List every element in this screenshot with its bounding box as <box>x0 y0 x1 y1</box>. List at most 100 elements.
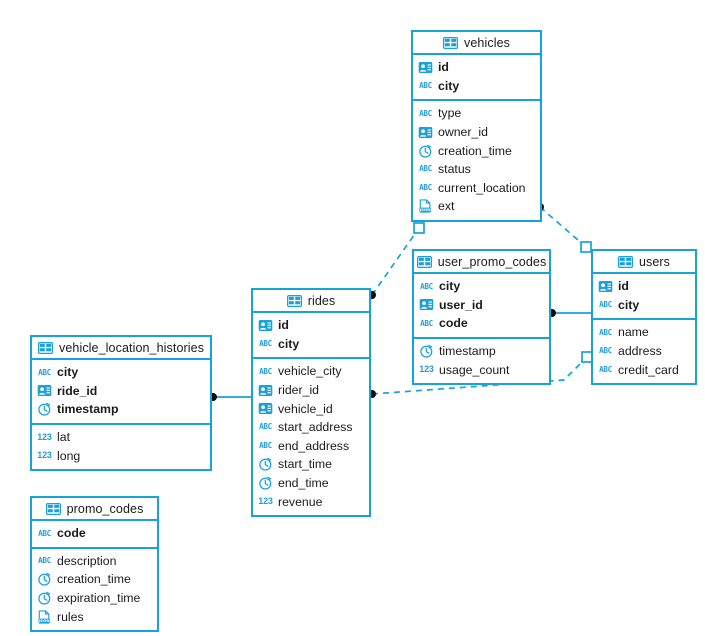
column-row-id[interactable]: id <box>253 316 369 335</box>
column-row-rider_id[interactable]: rider_id <box>253 381 369 400</box>
relationship-rel-vehicles-users[interactable] <box>536 203 592 253</box>
column-name: creation_time <box>57 572 131 587</box>
svg-text:JSON: JSON <box>419 208 431 213</box>
column-name: revenue <box>278 494 323 509</box>
column-name: city <box>278 336 300 351</box>
column-name: rules <box>57 609 84 624</box>
abc-text-icon: ABC <box>419 183 432 193</box>
table-header-rides[interactable]: rides <box>253 290 369 313</box>
column-name: owner_id <box>438 125 488 140</box>
column-row-user_id[interactable]: user_id <box>414 296 549 315</box>
column-name: description <box>57 553 117 568</box>
table-title: vehicles <box>464 35 510 50</box>
column-row-expiration_time[interactable]: expiration_time <box>32 589 157 608</box>
column-row-vehicle_id[interactable]: vehicle_id <box>253 399 369 418</box>
key-badge-icon <box>258 384 273 397</box>
table-title: promo_codes <box>66 501 144 516</box>
column-name: rider_id <box>278 383 320 398</box>
column-row-city[interactable]: ABC city <box>414 277 549 296</box>
key-badge-icon <box>418 126 433 139</box>
key-badge-icon <box>258 319 273 332</box>
column-name: vehicle_city <box>278 364 342 379</box>
json-document-icon: JSON <box>37 609 52 624</box>
abc-text-icon: ABC <box>599 346 612 356</box>
table-header-users[interactable]: users <box>593 251 695 274</box>
column-row-id[interactable]: id <box>593 277 695 296</box>
relationship-rel-vlh-rides[interactable] <box>209 393 251 401</box>
column-name: ride_id <box>57 383 98 398</box>
table-header-vehicles[interactable]: vehicles <box>413 32 540 55</box>
key-badge-icon <box>258 402 273 415</box>
table-title: users <box>638 254 671 269</box>
column-row-end_time[interactable]: end_time <box>253 474 369 493</box>
column-row-creation_time[interactable]: creation_time <box>413 141 540 160</box>
column-name: usage_count <box>439 362 510 377</box>
relationship-rel-upc-users[interactable] <box>548 309 591 317</box>
table-header-promo_codes[interactable]: promo_codes <box>32 498 157 521</box>
table-title: vehicle_location_histories <box>59 340 205 355</box>
column-row-start_time[interactable]: start_time <box>253 455 369 474</box>
column-name: address <box>618 344 662 359</box>
column-row-id[interactable]: id <box>413 58 540 77</box>
abc-text-icon: ABC <box>259 366 272 376</box>
table-icon <box>38 341 53 354</box>
column-row-timestamp[interactable]: timestamp <box>414 342 549 361</box>
abc-text-icon: ABC <box>419 81 432 91</box>
relationship-many-marker <box>580 241 592 253</box>
column-row-rules[interactable]: JSON rules <box>32 607 157 626</box>
column-name: end_time <box>278 476 329 491</box>
table-icon <box>416 255 432 268</box>
column-row-ext[interactable]: JSON ext <box>413 197 540 216</box>
abc-text-icon: ABC <box>38 528 51 538</box>
key-badge-icon <box>37 384 52 397</box>
abc-text-icon: ABC <box>259 339 272 349</box>
column-name: user_id <box>439 297 483 312</box>
table-header-vehicle_location_histories[interactable]: vehicle_location_histories <box>32 337 210 360</box>
column-row-code[interactable]: ABC code <box>32 524 157 543</box>
column-row-address[interactable]: ABC address <box>593 342 695 361</box>
key-badge-icon <box>418 61 433 74</box>
column-name: code <box>57 526 86 541</box>
svg-text:JSON: JSON <box>38 618 50 623</box>
table-header-user_promo_codes[interactable]: user_promo_codes <box>414 251 549 274</box>
column-row-city[interactable]: ABC city <box>253 335 369 354</box>
abc-text-icon: ABC <box>420 281 433 291</box>
column-name: credit_card <box>618 362 679 377</box>
column-name: ext <box>438 199 455 214</box>
column-row-owner_id[interactable]: owner_id <box>413 123 540 142</box>
column-name: expiration_time <box>57 591 141 606</box>
column-name: city <box>618 297 640 312</box>
column-row-timestamp[interactable]: timestamp <box>32 400 210 419</box>
column-row-ride_id[interactable]: ride_id <box>32 382 210 401</box>
column-name: city <box>439 279 461 294</box>
column-row-creation_time[interactable]: creation_time <box>32 570 157 589</box>
clock-icon <box>258 476 273 490</box>
column-row-vehicle_city[interactable]: ABC vehicle_city <box>253 362 369 381</box>
